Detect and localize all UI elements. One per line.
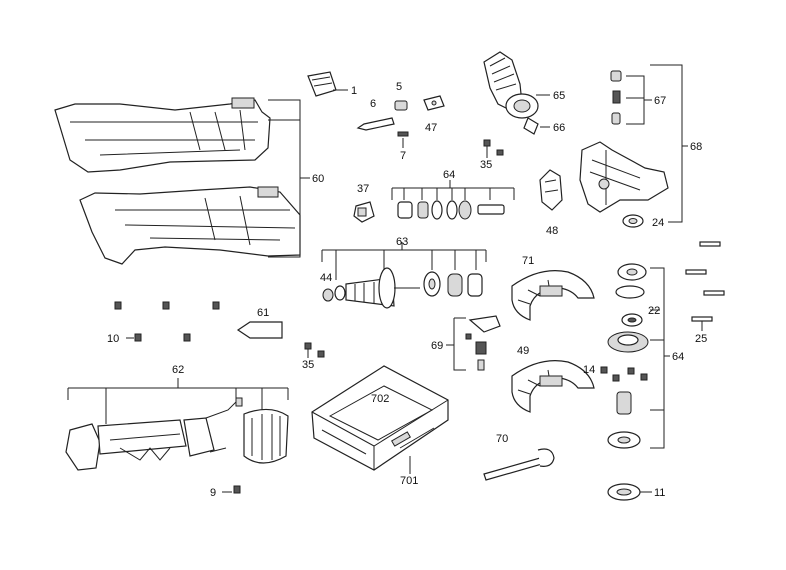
callout-49: 49 <box>517 345 529 357</box>
callout-24: 24 <box>652 217 664 229</box>
part-11-nut <box>607 483 641 501</box>
part-64-upper-set <box>397 200 505 220</box>
callout-37: 37 <box>357 183 369 195</box>
callout-25: 25 <box>695 333 707 345</box>
callout-9: 9 <box>210 487 216 499</box>
leader-62 <box>67 378 289 424</box>
housing-half-lower <box>79 186 301 265</box>
part-24-bearing <box>622 214 644 228</box>
callout-22: 22 <box>648 305 660 317</box>
callout-48: 48 <box>546 225 558 237</box>
leader-60 <box>268 99 310 258</box>
callout-1: 1 <box>351 85 357 97</box>
part-49-guard <box>511 360 595 413</box>
part-65-side-handle <box>483 51 539 119</box>
callout-71: 71 <box>522 255 534 267</box>
leader-64a <box>391 180 515 200</box>
leader-64b <box>650 267 670 449</box>
callout-5: 5 <box>396 81 402 93</box>
callout-61: 61 <box>257 307 269 319</box>
callout-702: 702 <box>371 393 389 405</box>
part-7-spring <box>397 131 409 137</box>
part-14-screws <box>600 366 648 382</box>
callout-70: 70 <box>496 433 508 445</box>
part-48-guard-mount <box>539 169 563 211</box>
callout-64-lower: 64 <box>672 351 684 363</box>
part-64-lower-set <box>607 263 649 449</box>
part-70-spanner <box>483 448 555 481</box>
callout-14: 14 <box>583 364 595 376</box>
part-67-set <box>610 70 622 125</box>
leader-69 <box>446 317 466 371</box>
part-1-latch <box>307 71 337 97</box>
part-25-bolts <box>685 241 725 331</box>
leader-67 <box>626 75 652 125</box>
part-5-button <box>394 100 408 111</box>
part-10-screws <box>114 301 220 342</box>
leaders-65-66 <box>536 94 550 128</box>
part-63-armature <box>322 267 483 309</box>
callout-10: 10 <box>107 333 119 345</box>
part-37 <box>353 201 375 223</box>
part-35-screws-top <box>483 139 504 158</box>
callout-66: 66 <box>553 122 565 134</box>
leader-68 <box>650 64 688 223</box>
housing-half-upper <box>54 97 271 173</box>
callout-47: 47 <box>425 122 437 134</box>
callout-67: 67 <box>654 95 666 107</box>
callout-63: 63 <box>396 236 408 248</box>
part-68-gear-housing <box>579 141 669 213</box>
callout-64-upper: 64 <box>443 169 455 181</box>
part-35-screws-left <box>304 342 325 358</box>
callout-35-left: 35 <box>302 359 314 371</box>
callout-65: 65 <box>553 90 565 102</box>
callout-44: 44 <box>320 272 332 284</box>
callout-6: 6 <box>370 98 376 110</box>
callout-701: 701 <box>400 475 418 487</box>
leader-63 <box>321 242 487 280</box>
part-47-plate <box>423 95 445 111</box>
callout-35-top: 35 <box>480 159 492 171</box>
part-6-lever <box>356 117 395 131</box>
part-71-guard <box>511 270 595 321</box>
callout-62: 62 <box>172 364 184 376</box>
part-701-carry-case <box>311 365 449 471</box>
callout-69: 69 <box>431 340 443 352</box>
callout-68: 68 <box>690 141 702 153</box>
part-69-brush-set <box>465 315 501 371</box>
callout-11: 11 <box>654 487 665 499</box>
callout-60: 60 <box>312 173 324 185</box>
part-9-screw <box>233 485 241 494</box>
part-61-label <box>236 321 283 339</box>
part-66-bolt <box>523 117 539 135</box>
part-62-electronics-assembly <box>65 397 289 471</box>
callout-7: 7 <box>400 150 406 162</box>
